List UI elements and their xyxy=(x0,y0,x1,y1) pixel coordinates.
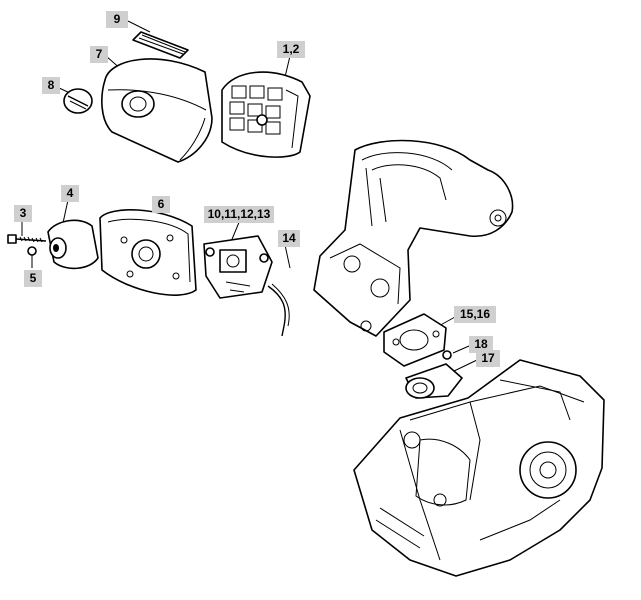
part-7-shroud-cover xyxy=(101,58,213,163)
part-5-washer xyxy=(27,246,37,256)
callout-label-4: 4 xyxy=(61,185,79,202)
callout-label-7: 7 xyxy=(90,46,108,63)
handle-housing xyxy=(313,139,514,337)
part-17-intake-manifold xyxy=(405,363,463,399)
part-14-fuel-hose xyxy=(267,283,290,337)
part-1-2-air-filter xyxy=(221,71,311,158)
part-3-screw xyxy=(7,234,47,244)
callout-label-18: 18 xyxy=(469,336,493,353)
part-10-13-carburetor xyxy=(203,235,273,299)
part-9-filter-strip xyxy=(132,31,189,59)
callout-label-8: 8 xyxy=(42,77,60,94)
part-4-intake-elbow xyxy=(47,219,99,270)
part-18-small-screw xyxy=(442,350,452,360)
callout-label-3: 3 xyxy=(14,205,32,222)
callout-label-14: 14 xyxy=(278,230,300,247)
part-15-16-flange-plate xyxy=(383,313,447,367)
engine-block xyxy=(353,359,605,577)
leader-lines xyxy=(21,20,478,373)
part-6-carburetor-box xyxy=(99,209,197,296)
callout-label-10-13: 10,11,12,13 xyxy=(204,206,274,223)
callout-label-5: 5 xyxy=(24,270,42,287)
part-8-knob xyxy=(63,88,93,114)
callout-label-17: 17 xyxy=(476,350,500,367)
callout-label-15-16: 15,16 xyxy=(454,306,496,323)
callout-label-9: 9 xyxy=(106,11,128,28)
callout-label-6: 6 xyxy=(152,196,170,213)
callout-label-1-2: 1,2 xyxy=(277,41,305,58)
